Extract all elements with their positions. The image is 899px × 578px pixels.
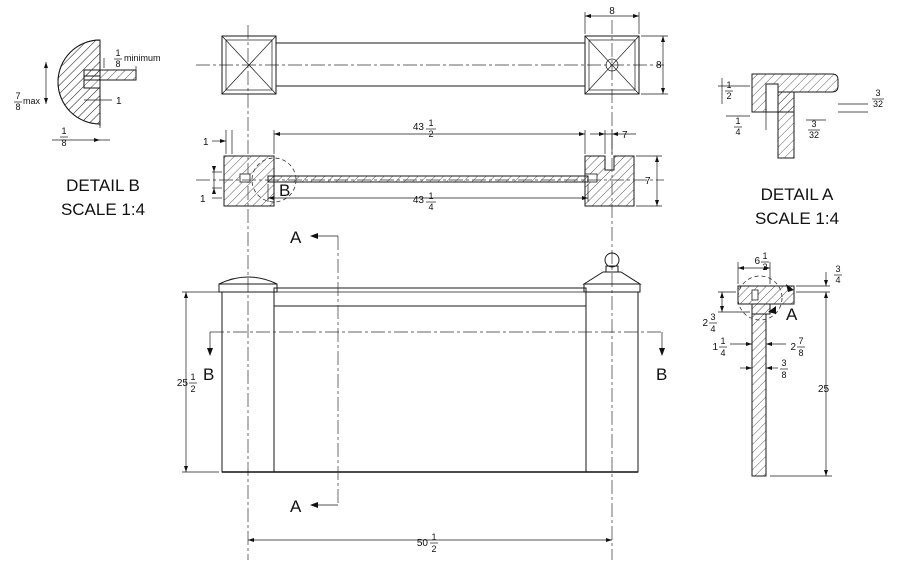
side-bot-whole: 1	[712, 342, 718, 353]
side-top-whole: 6	[754, 256, 760, 267]
detail-b-bottom-den: 8	[61, 138, 66, 148]
left-bottom-dim: 1	[200, 194, 206, 205]
detail-b-mid: 1	[116, 96, 122, 107]
detail-b-callout: B	[279, 181, 290, 200]
detail-b-minimum: minimum	[124, 53, 161, 63]
side-view: A 6 1 2 3 4 2 3 4 1 1 4	[702, 251, 842, 477]
detail-a-right-num: 3	[875, 88, 880, 98]
panel-length-num: 1	[428, 191, 433, 201]
detail-b-title: DETAIL B	[66, 176, 140, 195]
detail-a: 1 2 3 32 3 32 1 4	[718, 73, 884, 159]
width-whole: 50	[417, 538, 429, 549]
detail-a-callout: A	[786, 305, 798, 324]
detail-a-title: DETAIL A	[761, 185, 834, 204]
section-view: B 43 1 2 43 1 4 7 7	[196, 118, 664, 212]
side-bot-den: 4	[720, 348, 725, 358]
detail-a-right-den: 32	[873, 99, 883, 109]
side-panel-num: 3	[781, 358, 786, 368]
detail-b-scale: SCALE 1:4	[61, 200, 145, 219]
left-notch-dim: 1	[203, 137, 209, 148]
side-right-whole: 2	[790, 342, 796, 353]
panel-length-den: 4	[428, 202, 433, 212]
inner-length-whole: 43	[413, 122, 425, 133]
detail-a-top-num: 1	[726, 80, 731, 90]
width-num: 1	[431, 532, 436, 542]
detail-b-max-den: 8	[15, 102, 20, 112]
side-cap-den: 4	[835, 275, 840, 285]
detail-b-max-word: max	[23, 96, 41, 106]
side-right-den: 8	[798, 348, 803, 358]
side-panel-den: 8	[781, 370, 786, 380]
inner-length-den: 2	[428, 129, 433, 139]
detail-b-bottom-num: 1	[61, 126, 66, 136]
side-right-num: 7	[798, 336, 803, 346]
width-den: 2	[431, 544, 436, 554]
post-depth-dim: 8	[656, 60, 662, 71]
side-left-whole: 2	[702, 318, 708, 329]
detail-a-top-den: 2	[726, 91, 731, 101]
detail-b-max-num: 7	[15, 91, 20, 101]
post-height-dim: 7	[645, 176, 651, 187]
side-top-den: 2	[762, 262, 767, 272]
detail-a-left-den: 4	[735, 127, 740, 137]
height-num: 1	[190, 372, 195, 382]
panel-length-whole: 43	[413, 195, 425, 206]
side-bot-num: 1	[720, 336, 725, 346]
post-offset-dim: 7	[622, 130, 628, 141]
inner-length-num: 1	[428, 118, 433, 128]
side-height: 25	[818, 384, 830, 395]
top-view: 8 8	[196, 6, 668, 560]
side-cap-num: 3	[835, 264, 840, 274]
section-a-top: A	[290, 228, 302, 247]
detail-a-scale: SCALE 1:4	[755, 209, 839, 228]
detail-a-bottom-den: 32	[809, 130, 819, 140]
height-den: 2	[190, 384, 195, 394]
detail-b-top-den: 8	[115, 59, 120, 69]
detail-b: 1 8 minimum 7 8 max 1 1 8	[14, 39, 161, 148]
post-width-dim: 8	[609, 6, 615, 17]
section-b-right: B	[656, 365, 667, 384]
detail-a-bottom-num: 3	[811, 119, 816, 129]
side-left-num: 3	[710, 312, 715, 322]
front-view: B B A A 25 1 2 50 1 2	[177, 228, 667, 554]
side-top-num: 1	[762, 251, 767, 261]
section-a-bottom: A	[290, 497, 302, 516]
side-left-den: 4	[710, 324, 715, 334]
height-whole: 25	[177, 378, 189, 389]
section-b-left: B	[203, 365, 214, 384]
detail-b-top-num: 1	[115, 48, 120, 58]
detail-a-left-num: 1	[735, 116, 740, 126]
